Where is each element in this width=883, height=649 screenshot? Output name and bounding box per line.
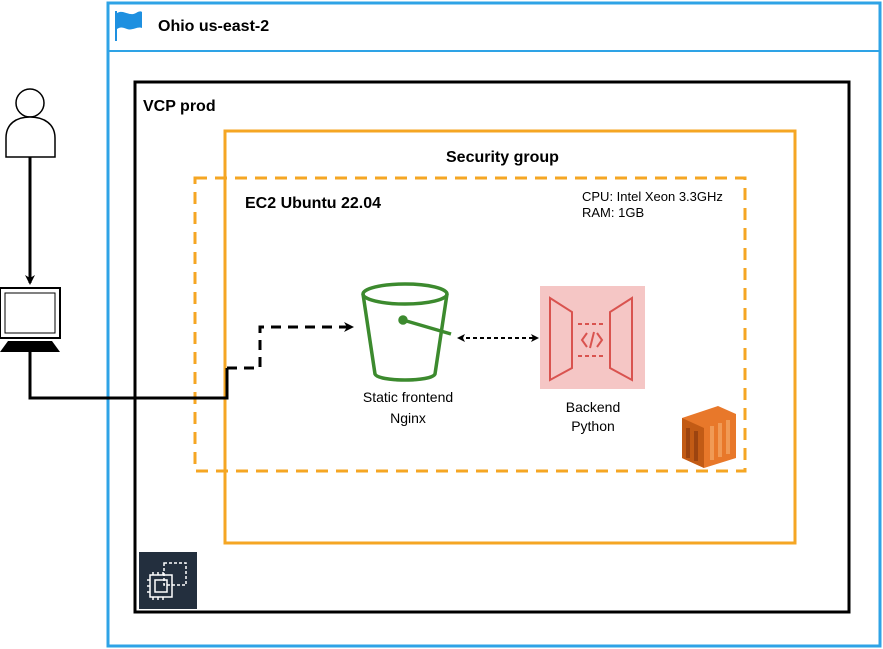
backend-label-line2: Python <box>571 418 615 434</box>
api-gateway-icon <box>540 286 645 389</box>
ec2-cpu-spec: CPU: Intel Xeon 3.3GHz <box>582 189 723 204</box>
s3-bucket-icon <box>361 282 452 382</box>
ec2-instance-box <box>193 176 747 473</box>
vpc-box <box>133 80 851 614</box>
client-to-frontend-arrow <box>227 322 354 370</box>
computer-icon <box>0 287 61 352</box>
user-icon <box>5 88 56 158</box>
region-label: Ohio us-east-2 <box>158 18 270 35</box>
ec2-instance-icon <box>682 406 736 468</box>
security-group-box <box>223 129 797 545</box>
ec2-instance-label: EC2 Ubuntu 22.04 <box>245 195 382 212</box>
security-group-label: Security group <box>446 149 559 166</box>
region-box <box>106 1 882 648</box>
backend-label-line1: Backend <box>565 399 621 415</box>
ec2-ram-spec: RAM: 1GB <box>582 205 645 220</box>
vpc-label: VCP prod <box>143 98 216 115</box>
flag-icon <box>115 11 142 41</box>
ec2-instances-group-icon <box>139 552 197 609</box>
frontend-label-line1: Static frontend <box>362 389 454 405</box>
frontend-label-line2: Nginx <box>390 410 426 426</box>
client-to-vpc-connector <box>28 352 229 400</box>
